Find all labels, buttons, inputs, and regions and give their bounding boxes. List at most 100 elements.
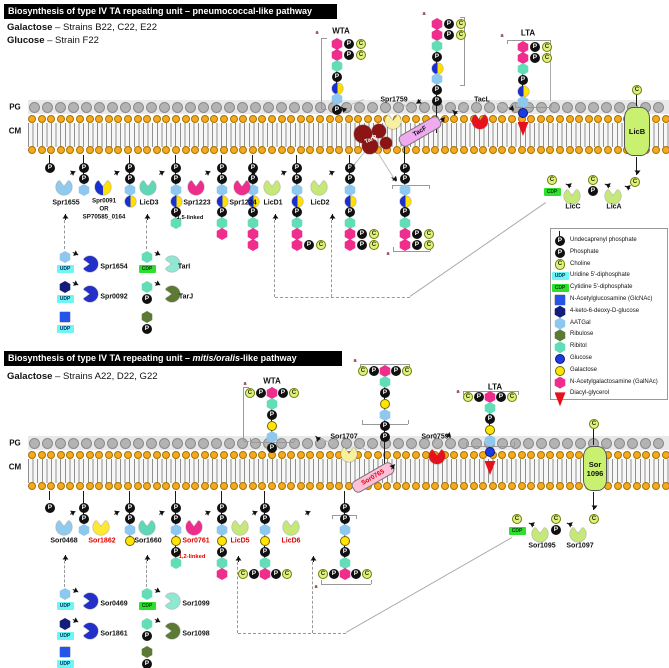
label-sor1097: Sor1097 <box>566 542 594 550</box>
lipid-head <box>546 482 555 490</box>
lipid-head <box>143 146 152 154</box>
phosphate-icon: P <box>303 239 315 251</box>
galactose-icon <box>484 424 496 436</box>
aatgal-hexagon <box>431 73 443 85</box>
lipid-head <box>661 451 669 459</box>
pg-bead <box>639 437 651 449</box>
lipid-head <box>450 115 459 123</box>
glucose-galactose-icon <box>431 62 443 74</box>
pg-bead <box>561 101 573 113</box>
pg-bead <box>379 101 391 113</box>
arrow-icon <box>144 555 150 560</box>
lipid-head <box>239 482 248 490</box>
bracket-tick <box>250 438 251 442</box>
lipid-head <box>556 451 564 459</box>
choline-icon: C <box>506 391 518 403</box>
lipid-head <box>325 451 334 459</box>
udp-tag: UDP <box>56 325 74 333</box>
aatgal-hexagon <box>247 184 259 196</box>
lipid-head <box>306 482 315 490</box>
lipid-head <box>508 451 516 459</box>
pg-bead <box>613 437 625 449</box>
lipid-head <box>661 482 669 490</box>
aatgal-hexagon <box>59 588 71 600</box>
lipid-head <box>277 115 286 123</box>
bracket-tick <box>514 442 515 446</box>
phosphate-icon: P <box>216 173 228 185</box>
phosphate-icon: P <box>291 206 303 218</box>
lipid-head <box>95 451 104 459</box>
pg-bead <box>405 437 417 449</box>
lipid-head <box>28 451 36 459</box>
phosphate-icon: P <box>368 365 380 377</box>
aatgal-hexagon <box>554 317 566 330</box>
phosphate-icon: P <box>390 365 402 377</box>
lipid-head <box>642 482 651 490</box>
phosphate-icon: P <box>124 173 136 185</box>
phosphate-icon: P <box>141 630 153 642</box>
phosphate-icon: P <box>44 502 56 514</box>
phosphate-icon: P <box>339 502 351 514</box>
lipid-head <box>114 115 123 123</box>
connector-line <box>237 557 238 633</box>
lipid-head <box>325 115 334 123</box>
enzyme-pacman-spr0091 <box>95 179 111 195</box>
label-sor1095: Sor1095 <box>528 542 556 550</box>
ribitol-hexagon <box>141 251 153 263</box>
label-wta: WTA <box>332 26 350 36</box>
phosphate-icon: P <box>277 387 289 399</box>
arrow-icon <box>591 505 597 510</box>
pg-bead <box>249 437 261 449</box>
lipid-head <box>76 115 84 123</box>
lipid-head <box>604 146 612 154</box>
choline-icon: C <box>588 513 600 525</box>
pg-bead <box>197 101 209 113</box>
lipid-head <box>594 115 603 123</box>
lipid-head <box>56 146 65 154</box>
pg-bead <box>93 101 105 113</box>
lipid-head <box>76 146 84 154</box>
legend-entry-label: Diacyl-glycerol <box>570 390 610 397</box>
ribitol-hexagon <box>216 557 228 569</box>
phosphate-icon: P <box>141 658 153 668</box>
phosphate-icon: P <box>124 162 136 174</box>
galnac-hexagon <box>344 228 356 240</box>
phosphate-icon: P <box>259 546 271 558</box>
bracket-tick <box>551 103 552 107</box>
connector-line <box>312 557 313 633</box>
label-sor1862: Sor1862 <box>88 537 116 545</box>
glucose-icon <box>554 353 566 365</box>
bracket-tick <box>244 387 249 388</box>
connector-line <box>593 429 594 445</box>
ribitol-hexagon <box>339 557 351 569</box>
choline-icon: C <box>462 391 474 403</box>
phosphate-icon: P <box>343 49 355 61</box>
lipid-head <box>392 451 401 459</box>
aatgal-hexagon <box>339 524 351 536</box>
pg-bead <box>184 437 196 449</box>
lipid-head <box>104 115 113 123</box>
label-spr1655: Spr1655 <box>52 199 80 207</box>
choline-icon: C <box>355 49 367 61</box>
glucose-galactose-icon <box>517 85 529 97</box>
phosphate-icon: P <box>270 568 282 580</box>
label-spr0091: Spr0091 <box>91 197 117 205</box>
lipid-head <box>229 482 238 490</box>
phosphate-icon: P <box>339 513 351 525</box>
glucose-galactose-icon <box>170 195 182 207</box>
aatgal-hexagon <box>344 184 356 196</box>
lipid-head <box>412 146 420 154</box>
label-licc: LicC <box>565 203 581 211</box>
galnac-hexagon <box>379 365 391 377</box>
lipid-head <box>431 482 440 490</box>
phosphate-icon: P <box>259 502 271 514</box>
lipid-head <box>364 115 372 123</box>
aatgal-hexagon <box>78 184 90 196</box>
pg-bead <box>418 437 430 449</box>
pg-bead <box>249 101 261 113</box>
arrow-icon <box>62 555 68 560</box>
lipid-head <box>354 115 363 123</box>
lipid-head <box>335 482 344 490</box>
pg-bead <box>418 101 430 113</box>
